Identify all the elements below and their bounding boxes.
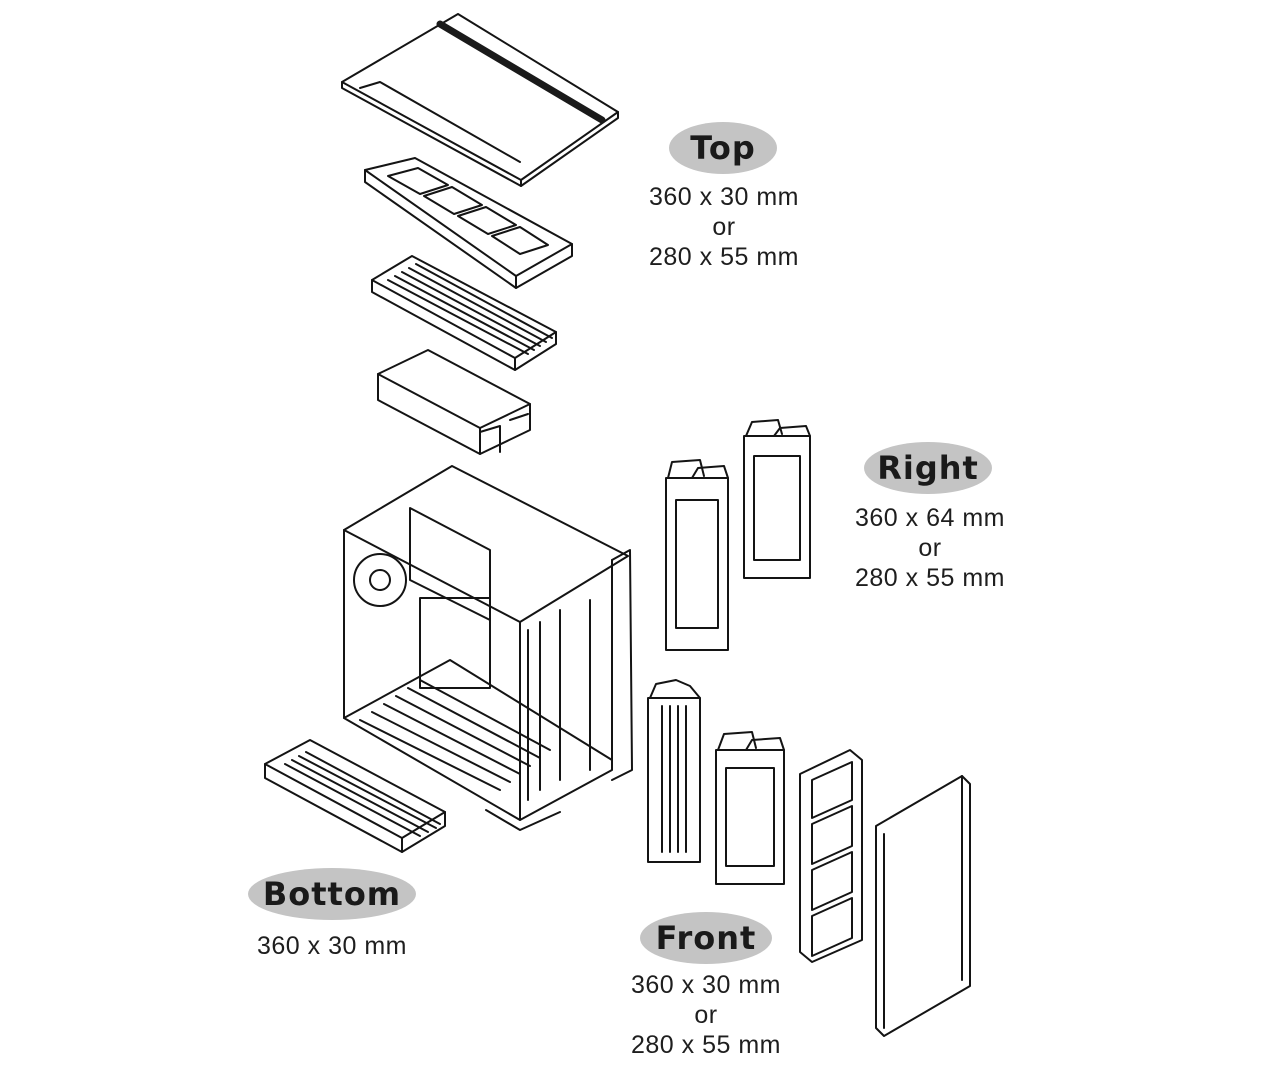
front-panel [875, 775, 971, 1037]
chassis [343, 465, 633, 831]
right-dimension-line: 360 x 64 mm [854, 504, 1005, 532]
top-dimensions: 360 x 30 mm or 280 x 55 mm [612, 182, 836, 272]
top-label-name: Top [690, 129, 756, 167]
bottom-label-name: Bottom [262, 875, 402, 913]
top-dimension-line: or [712, 213, 736, 241]
front-radiator-slim [647, 679, 701, 863]
front-dimension-line: 360 x 30 mm [630, 971, 781, 999]
top-dimension-line: 280 x 55 mm [648, 243, 799, 271]
right-dimension-line: 280 x 55 mm [854, 564, 1005, 592]
front-radiator-thick [715, 731, 785, 885]
top-panel [341, 13, 619, 187]
right-dimension-line: or [918, 534, 942, 562]
top-radiator [371, 255, 557, 371]
front-dimension-line: 280 x 55 mm [630, 1031, 781, 1059]
right-radiator-thick [665, 459, 729, 651]
right-label-name: Right [877, 449, 979, 487]
front-dimensions: 360 x 30 mm or 280 x 55 mm [594, 970, 818, 1060]
top-thick-radiator [377, 349, 531, 455]
front-label-name: Front [655, 919, 757, 957]
bottom-radiator [264, 739, 446, 853]
right-label-badge: Right [864, 442, 992, 494]
front-label-badge: Front [640, 912, 772, 964]
right-radiator-slim [743, 419, 811, 579]
bottom-dimension-line: 360 x 30 mm [256, 932, 407, 960]
front-dimension-line: or [694, 1001, 718, 1029]
bottom-label-badge: Bottom [248, 868, 416, 920]
right-dimensions: 360 x 64 mm or 280 x 55 mm [818, 503, 1042, 593]
front-radiator-bracket [799, 749, 863, 963]
bottom-dimensions: 360 x 30 mm [220, 931, 444, 961]
top-label-badge: Top [669, 122, 777, 174]
top-radiator-bracket [364, 157, 573, 289]
top-dimension-line: 360 x 30 mm [648, 183, 799, 211]
